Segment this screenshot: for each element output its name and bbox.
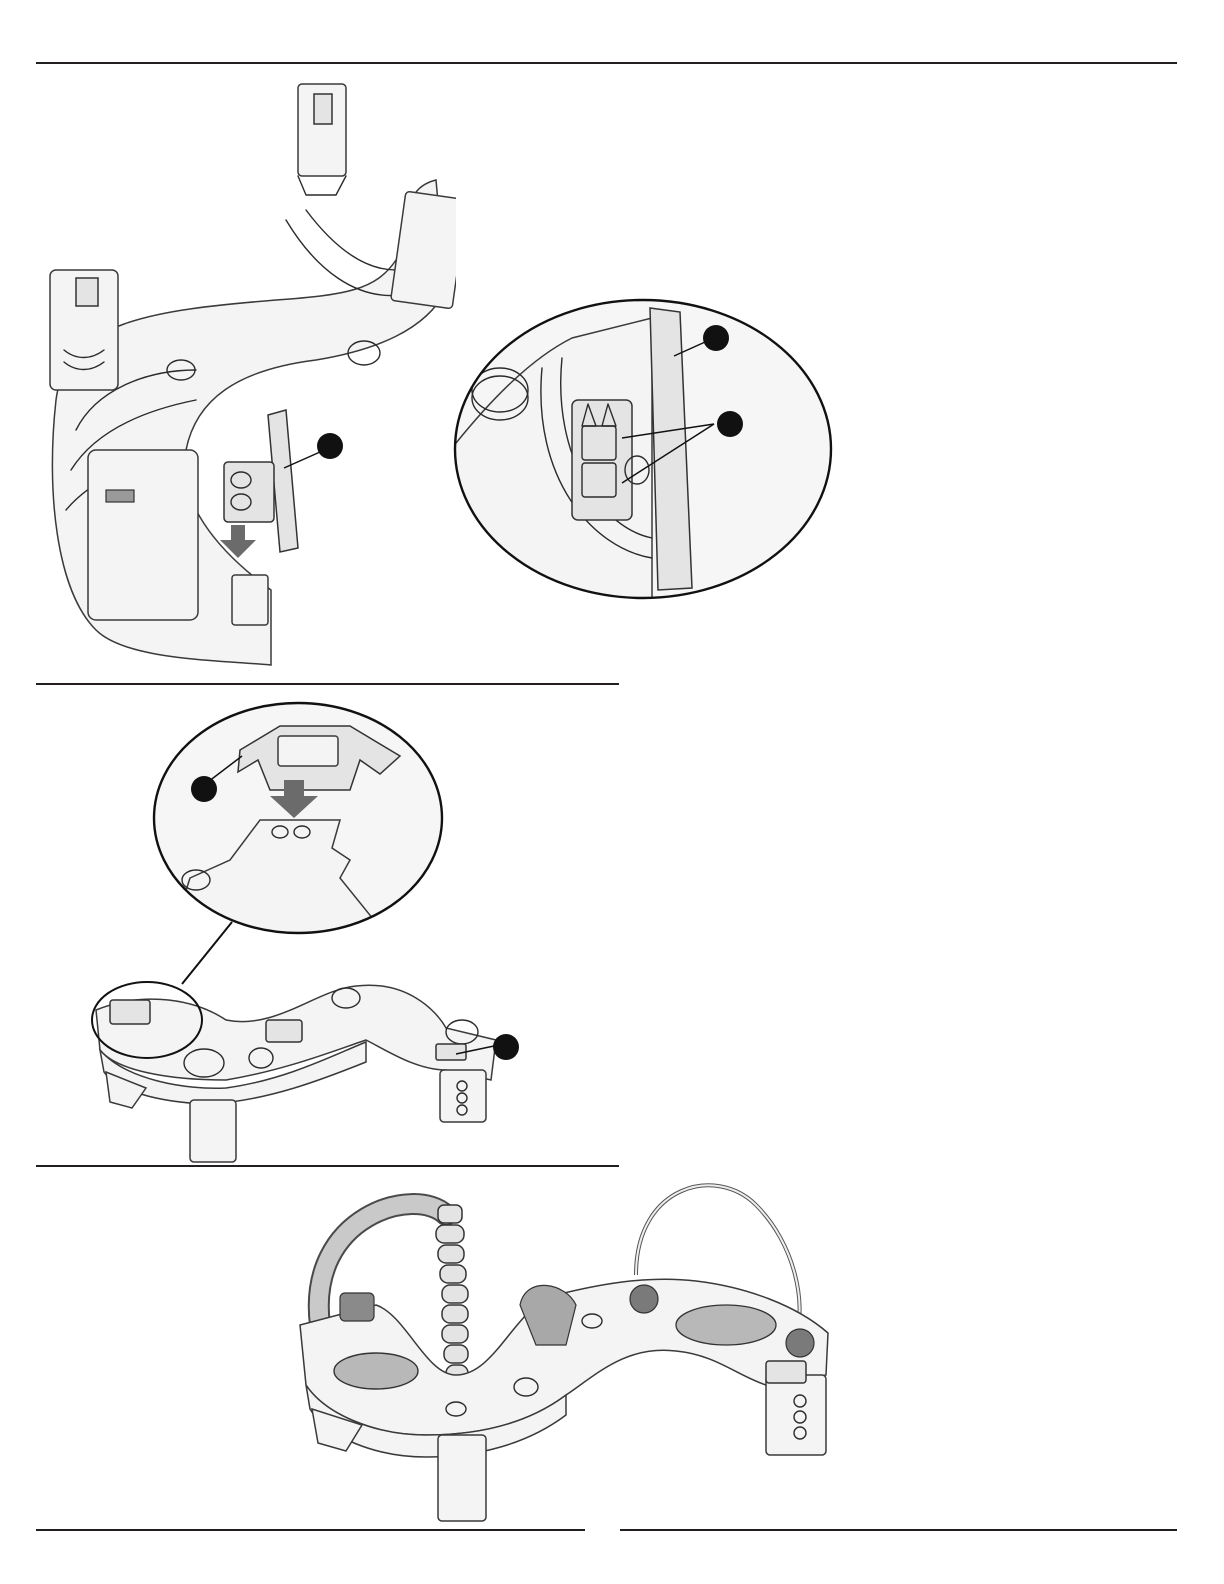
bottom-rule-right — [620, 1529, 1177, 1531]
step2-callout — [492, 1033, 520, 1061]
tray-cap-detail-magnified — [150, 700, 450, 940]
step-divider-1 — [36, 683, 619, 685]
bottom-rule-left — [36, 1529, 585, 1531]
top-rule — [36, 62, 1177, 64]
finished-activity-tray — [296, 1175, 844, 1525]
base-assembly-figure — [36, 70, 456, 675]
clip-detail-magnified — [452, 298, 836, 602]
magnifier-ring — [90, 980, 206, 1060]
step-divider-2 — [36, 1165, 619, 1167]
